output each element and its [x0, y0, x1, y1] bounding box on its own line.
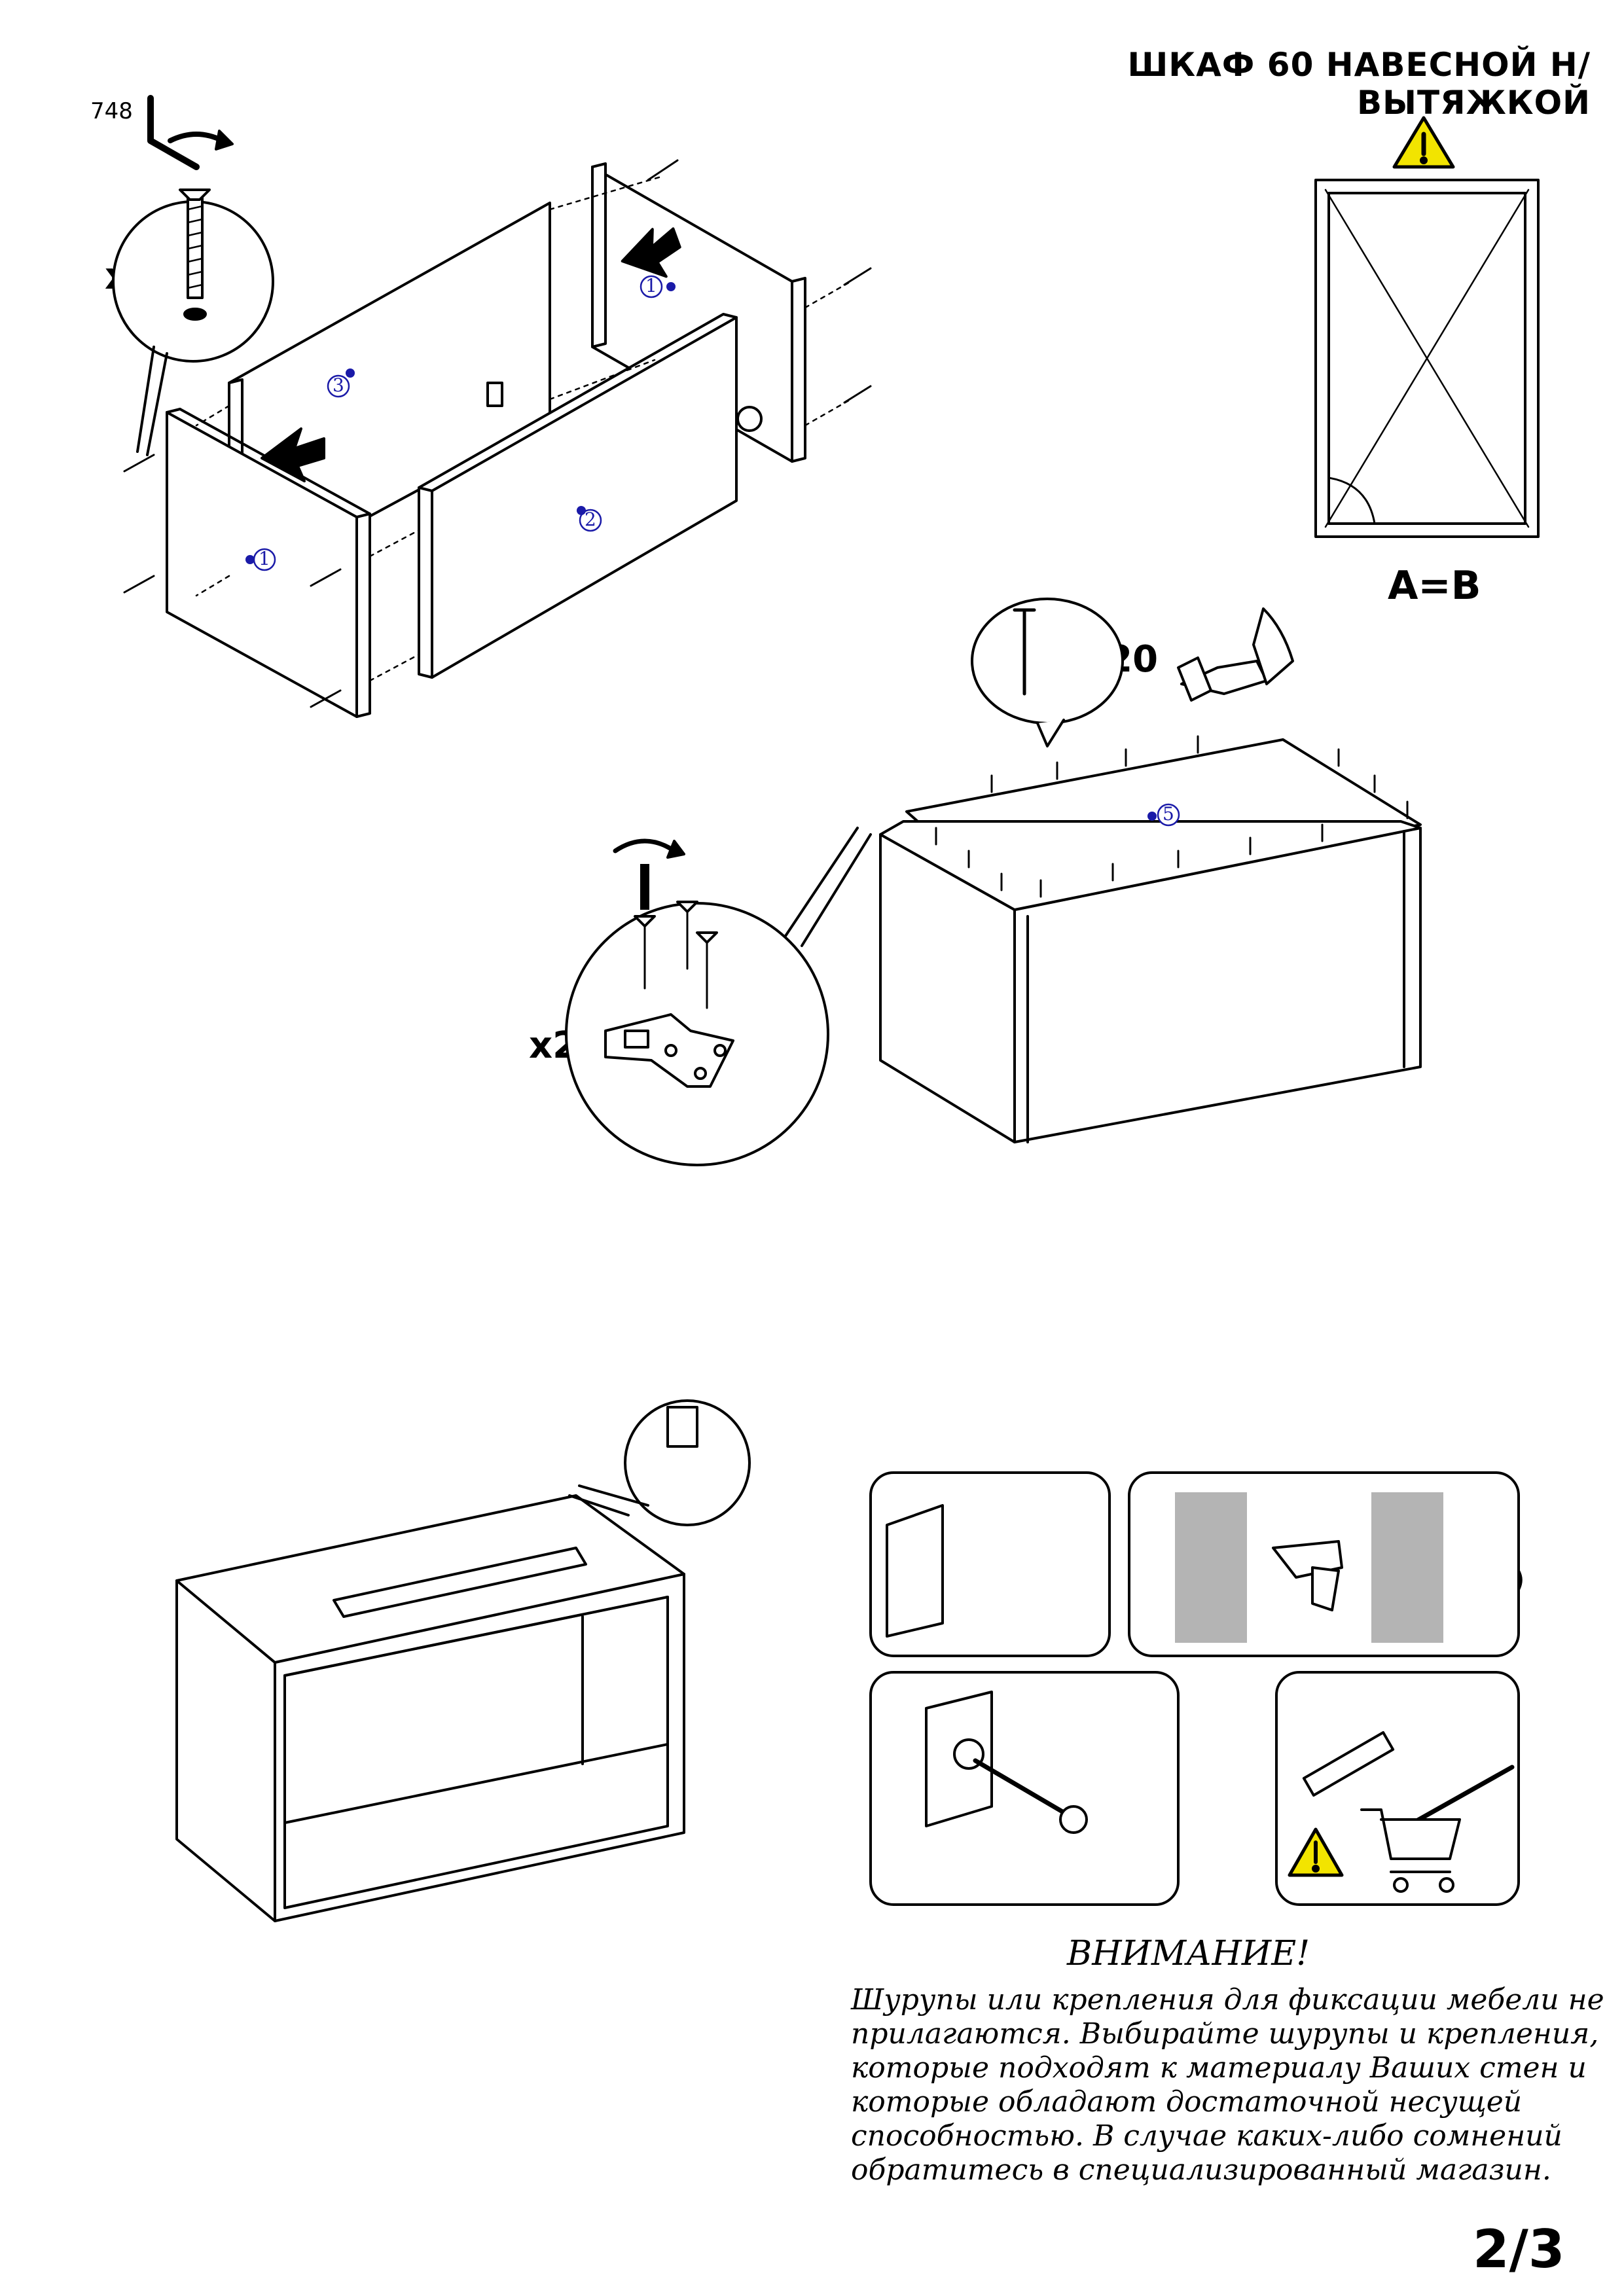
confirmat-part-number: 748: [90, 98, 133, 124]
page-title: ШКАФ 60 НАВЕСНОЙ Н/ВЫТЯЖКОЙ: [1127, 46, 1591, 122]
warning-line: способностью. В случае каких-либо сомнен…: [851, 2119, 1562, 2153]
screw-note: (9*): [1001, 1833, 1064, 1871]
warning-line: которые обладают достаточной несущей: [851, 2085, 1523, 2119]
warning-text: Шурупы или крепления для фиксации мебели…: [851, 1983, 1604, 2187]
wall-mount-steps: [869, 1471, 1520, 1906]
plate-part-number: 415: [573, 1005, 615, 1031]
warning-triangle-small-icon: [1288, 1827, 1344, 1877]
screw-label: 9*: [1447, 1695, 1504, 1750]
warning-line: обратитесь в специализированный магазин.: [851, 2153, 1551, 2187]
screw-part-number: 406: [157, 219, 183, 262]
warning-line: Шурупы или крепления для фиксации мебели…: [851, 1983, 1604, 2017]
diagonal-b-label: B: [1425, 243, 1477, 291]
mount-step-1: 1: [887, 1491, 901, 1516]
mount-step-3: 3: [1342, 1491, 1356, 1516]
plate-quantity: x2: [529, 1024, 579, 1067]
dowel-note: (8*): [1463, 1564, 1526, 1602]
panel-label-left-side: 1: [259, 548, 270, 569]
screw-210-part-number: 210: [727, 942, 769, 969]
diagonal-a-label: A: [1356, 249, 1408, 297]
right-angle-label: 90º: [1381, 452, 1456, 496]
warning-line: которые подходят к материалу Ваших стен …: [851, 2051, 1587, 2085]
step1-quantity: x8: [105, 255, 154, 298]
dowel-label: 8*: [1303, 1702, 1360, 1757]
panel-label-top: 5: [1163, 803, 1174, 825]
hung-cabinet: [175, 1399, 751, 1922]
panel-label-front-rail: 2: [585, 509, 596, 530]
exploded-cabinet: [112, 95, 872, 718]
panel-label-back: 3: [333, 374, 344, 396]
nail-quantity: x20: [1083, 638, 1159, 681]
diagonal-rule: A=B: [1388, 563, 1481, 609]
page-number: 2/3: [1473, 2219, 1565, 2280]
mount-step-2: 2: [1155, 1491, 1169, 1516]
warning-triangle-icon: [1392, 116, 1455, 169]
cabinet-top-assembly: [565, 598, 1422, 1166]
shopping-cart-icon: [1360, 1808, 1461, 1893]
nail-part-number: 301: [1034, 605, 1077, 632]
warning-line: прилагаются. Выбирайте шурупы и креплени…: [851, 2017, 1599, 2051]
mount-step-4: 4: [1473, 1509, 1487, 1534]
mount-step-5: 5: [903, 1689, 917, 1713]
warning-title: ВНИМАНИЕ!: [1067, 1934, 1310, 1973]
panel-label-right-side: 1: [645, 275, 657, 296]
